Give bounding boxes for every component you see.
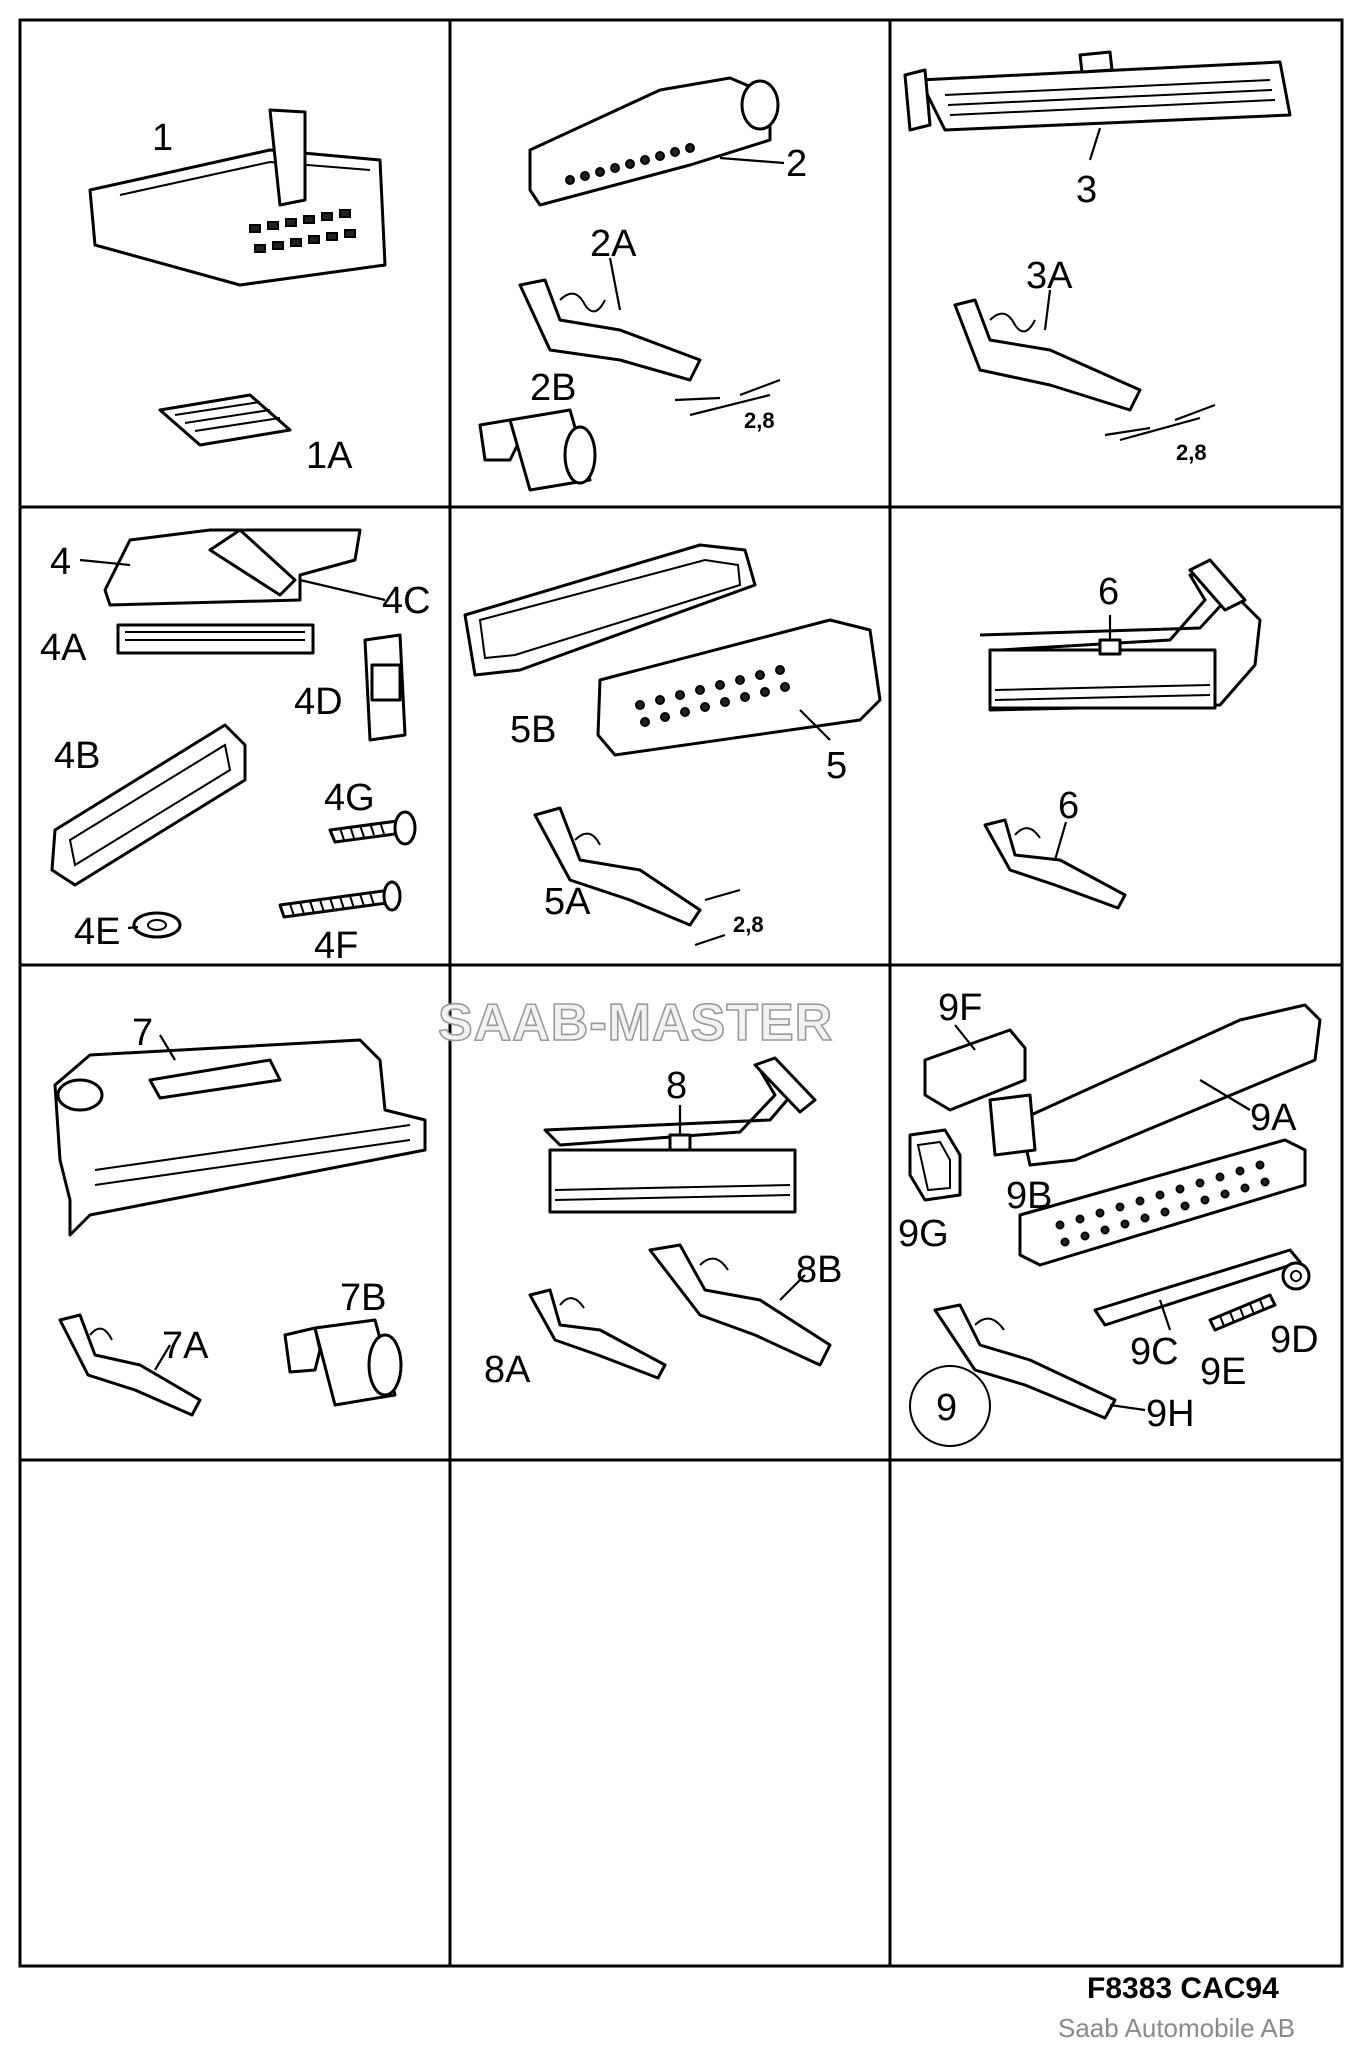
- label-8B: 8B: [796, 1249, 842, 1291]
- cell-part-5: 5B 5 5A 2,8: [463, 543, 882, 947]
- label-9D: 9D: [1270, 1319, 1319, 1361]
- figure-code: F8383 CAC94: [1087, 1972, 1279, 2005]
- label-4G: 4G: [324, 777, 375, 819]
- label-9H: 9H: [1146, 1393, 1195, 1435]
- label-6-connector: 6: [1098, 571, 1119, 613]
- seal-9G: [908, 1128, 962, 1202]
- washer-9D: [1281, 1261, 1311, 1291]
- label-4E: 4E: [74, 911, 120, 953]
- label-5B: 5B: [510, 709, 556, 751]
- label-2: 2: [786, 143, 807, 185]
- gasket-9C: [1093, 1248, 1302, 1331]
- cell-part-6: 6 6: [979, 558, 1262, 910]
- label-5: 5: [826, 745, 847, 787]
- cover-9F: [923, 1024, 1027, 1112]
- dimension-2: 2,8: [744, 408, 775, 433]
- label-8A: 8A: [484, 1349, 531, 1391]
- seal-plug-7B: [283, 1318, 403, 1407]
- label-9C: 9C: [1130, 1331, 1179, 1373]
- gasket-5B: [463, 543, 757, 677]
- label-4: 4: [50, 541, 71, 583]
- label-3: 3: [1076, 169, 1097, 211]
- cell-part-8: 8 8B 8A: [484, 1056, 842, 1391]
- label-9A: 9A: [1250, 1097, 1297, 1139]
- screw-4G: [328, 810, 417, 846]
- label-3A: 3A: [1026, 255, 1073, 297]
- label-1A: 1A: [306, 435, 353, 477]
- dimension-3: 2,8: [1176, 440, 1207, 465]
- label-2B: 2B: [530, 367, 576, 409]
- label-1: 1: [152, 117, 173, 159]
- watermark: SAAB-MASTER: [438, 994, 833, 1052]
- terminal-6: [983, 818, 1127, 910]
- cell-part-1: 1 1A: [88, 108, 387, 477]
- label-7B: 7B: [340, 1277, 386, 1319]
- dimension-5: 2,8: [733, 912, 764, 937]
- header-4A: [116, 623, 315, 655]
- connector-6: [979, 558, 1262, 712]
- label-4F: 4F: [314, 925, 358, 967]
- screw-4F: [278, 880, 402, 919]
- connector-8: [543, 1056, 817, 1214]
- comb-insert-1A: [158, 393, 292, 447]
- terminal-7A: [58, 1313, 202, 1417]
- label-5A: 5A: [544, 881, 591, 923]
- seal-plug-2B: [478, 408, 597, 492]
- connector-3: [903, 50, 1292, 161]
- terminal-8A: [528, 1288, 667, 1380]
- screw-9E: [1208, 1293, 1277, 1332]
- callout-circle-9: [909, 1365, 991, 1447]
- terminal-9H: [933, 1303, 1146, 1420]
- ecu-frame-7: [53, 1034, 427, 1237]
- bracket-4D: [363, 633, 407, 742]
- connector-5: [596, 618, 882, 757]
- label-9F: 9F: [938, 987, 982, 1029]
- terminal-2A: [518, 257, 702, 382]
- ecu-cover-4: [79, 528, 386, 607]
- label-9B: 9B: [1006, 1175, 1052, 1217]
- label-9G: 9G: [898, 1213, 949, 1255]
- washer-4E: [127, 911, 182, 939]
- cell-part-4: 4 4C 4A 4D 4B 4G 4E 4F: [40, 528, 431, 967]
- label-6-terminal: 6: [1058, 785, 1079, 827]
- dim-5: [694, 888, 741, 947]
- dim-2: [674, 378, 781, 417]
- label-9: 9: [936, 1387, 957, 1429]
- label-8: 8: [666, 1065, 687, 1107]
- label-4D: 4D: [294, 681, 343, 723]
- label-7A: 7A: [162, 1325, 209, 1367]
- cell-part-9: 9F 9A 9B 9G 9C 9D 9E 9H 9: [898, 987, 1322, 1447]
- terminal-3A: [953, 289, 1142, 412]
- connector-housing-1: [88, 108, 387, 287]
- label-7: 7: [132, 1012, 153, 1054]
- label-4C: 4C: [382, 580, 431, 622]
- connector-9B: [1018, 1138, 1307, 1267]
- label-4A: 4A: [40, 627, 87, 669]
- terminal-5A: [533, 806, 702, 927]
- grid-frame: [18, 18, 1344, 1968]
- cell-part-2: 2 2A 2B 2,8: [478, 76, 807, 492]
- cell-part-7: 7 7A 7B: [53, 1012, 427, 1417]
- connector-2: [528, 76, 785, 207]
- terminal-8B: [648, 1243, 832, 1367]
- copyright-text: Saab Automobile AB: [1058, 2013, 1296, 2043]
- label-9E: 9E: [1200, 1351, 1246, 1393]
- cell-part-3: 3 3A 2,8: [903, 50, 1292, 465]
- cover-9A: [988, 1003, 1322, 1167]
- label-2A: 2A: [590, 223, 637, 265]
- dim-3: [1104, 403, 1216, 442]
- gasket-4B: [50, 723, 247, 887]
- label-4B: 4B: [54, 735, 100, 777]
